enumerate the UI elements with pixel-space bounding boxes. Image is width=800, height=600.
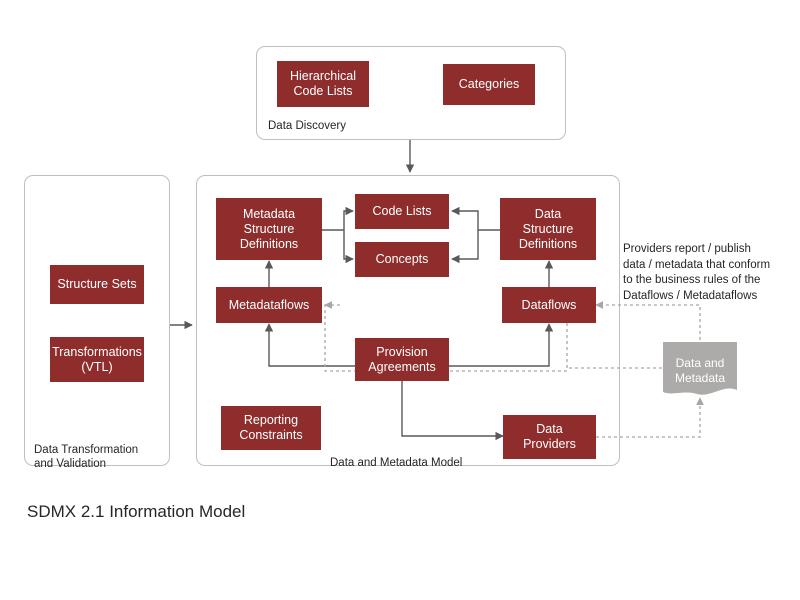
panel-data-transformation-and-validation (24, 175, 170, 466)
node-structure-sets[interactable]: Structure Sets (50, 265, 144, 304)
node-provision-agreements[interactable]: Provision Agreements (355, 338, 449, 381)
node-metadataflows[interactable]: Metadataflows (216, 287, 322, 323)
page-title: SDMX 2.1 Information Model (27, 502, 246, 521)
node-data-and-metadata[interactable]: Data and Metadata (661, 340, 739, 400)
node-metadata-structure-definitions[interactable]: Metadata Structure Definitions (216, 198, 322, 260)
node-transformations-vtl[interactable]: Transformations (VTL) (50, 337, 144, 382)
node-code-lists[interactable]: Code Lists (355, 194, 449, 229)
panel-label-data-transformation-and-validation: Data Transformation and Validation (34, 444, 139, 470)
node-data-structure-definitions[interactable]: Data Structure Definitions (500, 198, 596, 260)
data-and-metadata-label: Data and Metadata (674, 356, 726, 385)
node-reporting-constraints[interactable]: Reporting Constraints (221, 406, 321, 450)
node-data-providers[interactable]: Data Providers (503, 415, 596, 459)
node-dataflows[interactable]: Dataflows (502, 287, 596, 323)
document-shape-icon (663, 342, 737, 395)
panel-label-data-discovery: Data Discovery (268, 120, 346, 132)
node-hierarchical-code-lists[interactable]: Hierarchical Code Lists (277, 61, 369, 107)
node-categories[interactable]: Categories (443, 64, 535, 105)
node-concepts[interactable]: Concepts (355, 242, 449, 277)
panel-label-data-and-metadata-model: Data and Metadata Model (330, 457, 463, 469)
annotation-providers-report: Providers report / publish data / metada… (623, 243, 771, 302)
